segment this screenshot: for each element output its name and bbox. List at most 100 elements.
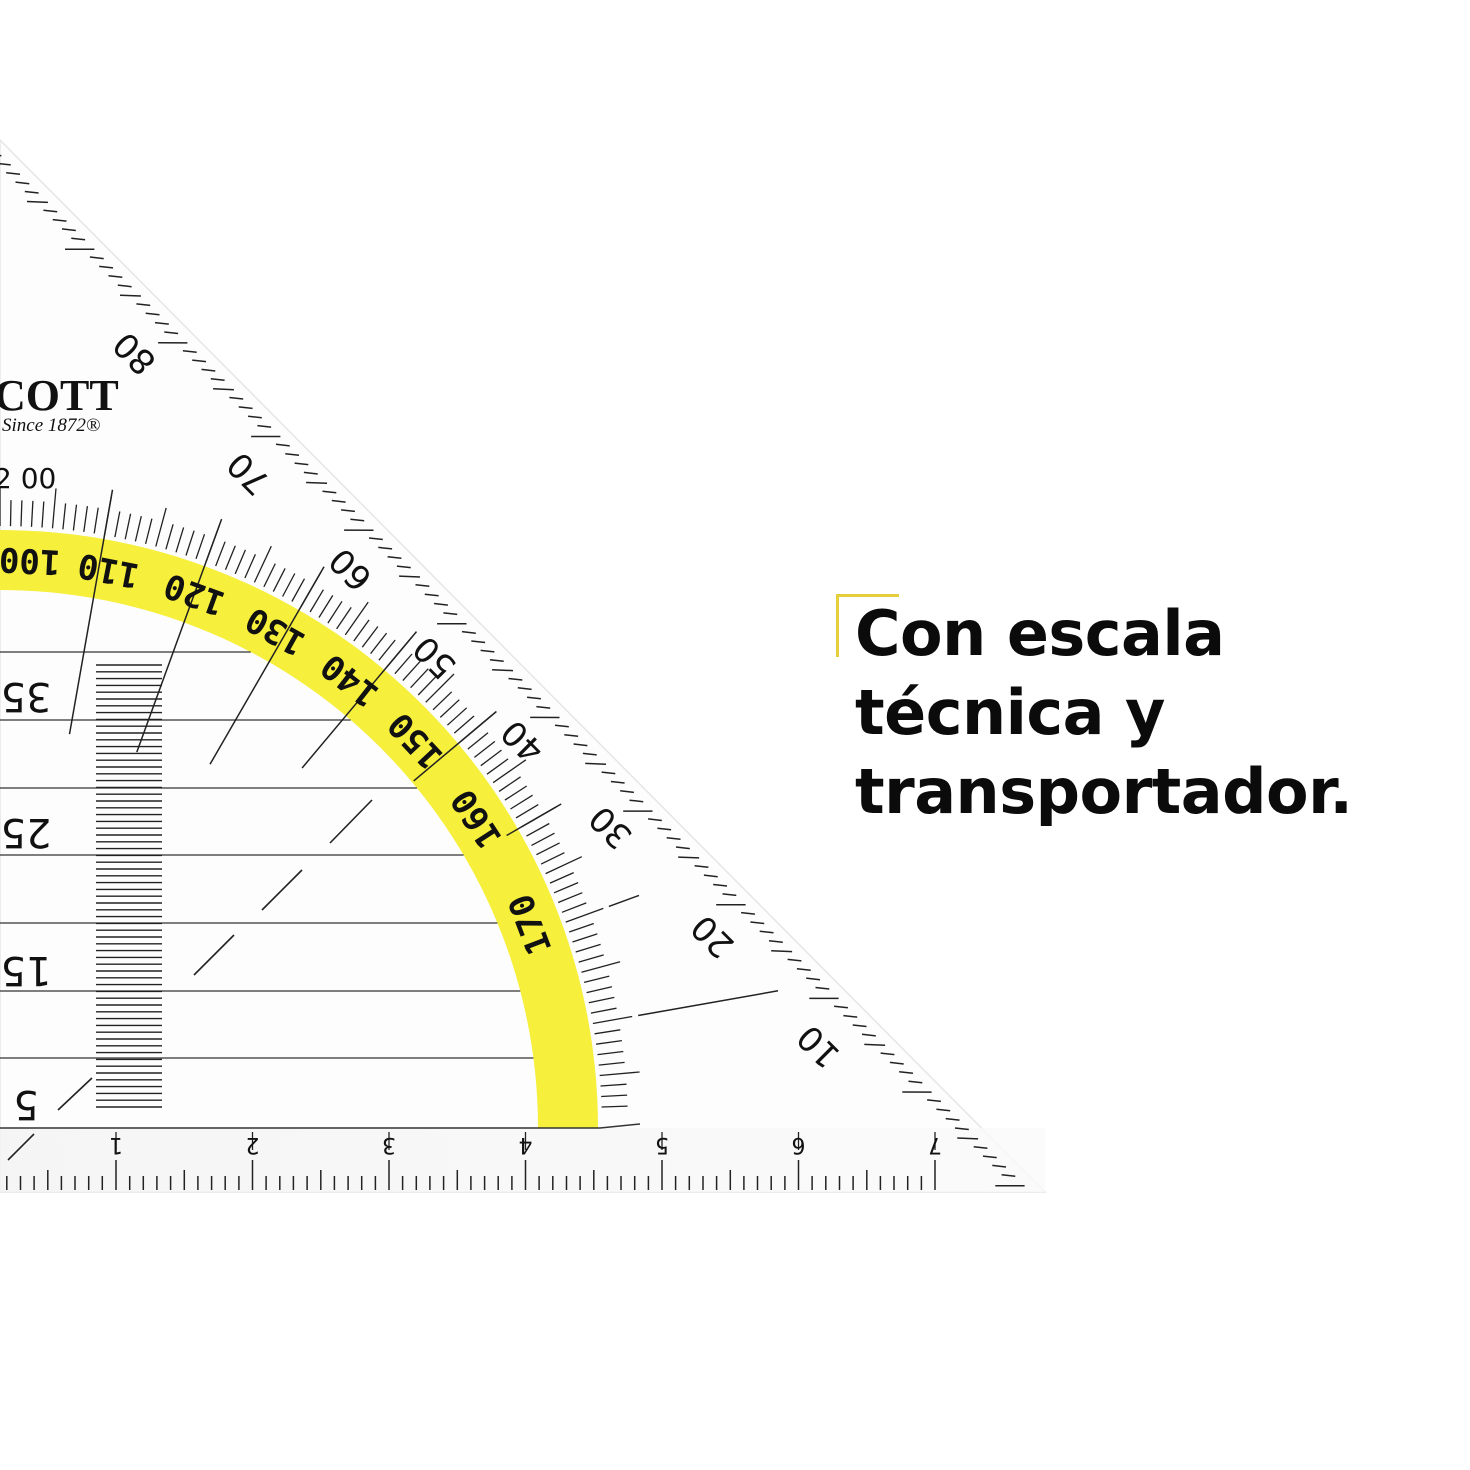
edge-tick (119, 294, 141, 297)
edge-tick (957, 1137, 979, 1140)
radial-line (301, 631, 418, 769)
degree-tick (253, 545, 272, 583)
edge-tick (573, 743, 588, 747)
degree-tick (588, 996, 615, 1004)
degree-tick (144, 518, 153, 545)
degree-tick (30, 500, 34, 527)
edge-tick (415, 584, 430, 588)
degree-tick (394, 653, 413, 675)
degree-tick (344, 601, 369, 636)
protractor-radial-lines (68, 489, 779, 1017)
edge-tick (396, 565, 411, 569)
edge-tick (275, 443, 290, 447)
edge-tick (945, 1117, 960, 1121)
edge-tick (331, 499, 346, 503)
bottom-scale-label: 5 (655, 1132, 669, 1157)
edge-tick (908, 1080, 923, 1084)
degree-tick (175, 527, 185, 553)
degree-tick (498, 776, 521, 792)
degree-tick (592, 1015, 633, 1025)
edge-tick (666, 836, 681, 840)
caption-line-2: técnica y (855, 676, 1165, 749)
edge-tick (399, 575, 421, 578)
edge-tick (554, 724, 569, 728)
hypotenuse-mm-scale (0, 154, 1025, 1187)
edge-tick (678, 856, 700, 859)
radial-line (209, 566, 325, 765)
edge-tick (508, 677, 523, 681)
edge-tick (768, 939, 783, 943)
edge-tick (43, 209, 58, 213)
edge-tick (771, 949, 793, 953)
parallel-lines (0, 651, 534, 1059)
radial-line (506, 803, 562, 837)
brand-logo: COTT Since 1872® 2 00 (0, 371, 119, 495)
degree-tick (601, 1094, 628, 1098)
degree-tick (165, 524, 174, 550)
degree-tick (568, 922, 595, 933)
caption-accent-bracket (836, 594, 899, 657)
degree-tick (590, 1007, 617, 1014)
edge-tick (620, 790, 634, 794)
degree-tick (124, 513, 132, 540)
side-scale-label: 35 (1, 673, 52, 719)
degree-tick (597, 1050, 624, 1056)
degree-tick (432, 691, 453, 711)
edge-tick (927, 1099, 941, 1103)
degree-tick (575, 943, 601, 953)
edge-tick (52, 218, 67, 222)
edge-tick (750, 921, 765, 925)
degree-tick (62, 503, 67, 530)
edge-tick (213, 388, 234, 391)
ruler-bottom-strip (0, 1128, 1045, 1192)
degree-tick (583, 975, 610, 984)
degree-tick (594, 1029, 621, 1035)
edge-tick (864, 1043, 886, 1046)
degree-tick (581, 961, 621, 973)
edge-tick (843, 1014, 858, 1018)
edge-tick (182, 349, 197, 353)
edge-tick (192, 359, 207, 363)
degree-tick (553, 882, 579, 894)
edge-tick (741, 911, 755, 915)
edge-tick (517, 687, 532, 691)
degree-tick (195, 533, 206, 560)
edge-tick (936, 1108, 951, 1112)
diagonal-dash-marks (7, 799, 373, 1161)
edge-tick (713, 883, 728, 887)
degree-tick (378, 639, 396, 661)
degree-tick (20, 500, 23, 527)
edge-tick (248, 415, 262, 419)
bottom-scale-label: 6 (792, 1132, 806, 1157)
brand-logo-text: COTT (0, 371, 119, 420)
edge-tick (629, 799, 644, 803)
side-scale-label: 15 (1, 947, 52, 993)
edge-tick (164, 331, 179, 335)
edge-tick (806, 977, 821, 981)
edge-tick (26, 200, 48, 204)
edge-tick (861, 1033, 876, 1037)
degree-tick (361, 626, 379, 648)
edge-tick (787, 958, 802, 962)
degree-tick (72, 504, 78, 531)
degree-tick (134, 515, 142, 542)
degree-tick (565, 907, 604, 923)
degree-tick (51, 488, 57, 529)
edge-tick (294, 462, 309, 466)
edge-tick (954, 1127, 969, 1131)
degree-tick (244, 554, 256, 579)
edge-tick (648, 818, 662, 822)
edge-tick (601, 771, 616, 775)
edge-tick (880, 1052, 895, 1056)
degree-tick (425, 673, 455, 703)
degree-tick (557, 892, 583, 904)
edge-tick (378, 546, 393, 550)
edge-tick (480, 649, 495, 653)
edge-tick (6, 172, 21, 176)
edge-tick (201, 368, 216, 372)
degree-tick (417, 675, 437, 696)
bottom-scale-label: 4 (519, 1132, 533, 1157)
